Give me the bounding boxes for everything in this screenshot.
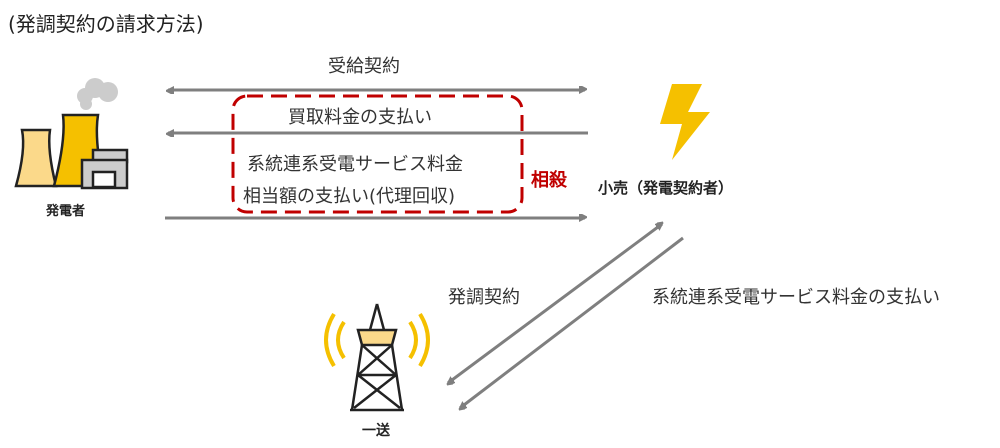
offset-label: 相殺 (531, 170, 567, 191)
tso-label: 一送 (362, 423, 390, 439)
grid-fee-payment-arrow (460, 236, 684, 408)
lightning-icon (660, 84, 710, 160)
adjust-contract-arrow (448, 224, 662, 383)
generator-label: 発電者 (46, 204, 86, 219)
retailer-label: 小売（発電契約者） (598, 179, 734, 197)
purchase-label: 買取料金の支払い (288, 107, 432, 128)
page-title: (発調契約の請求方法) (8, 12, 204, 36)
power-plant-icon (14, 78, 129, 190)
grid-fee-label-2: 相当額の支払い(代理回収) (243, 186, 456, 207)
offset-box (231, 94, 524, 214)
grid-fee-label-1: 系統連系受電サービス料金 (247, 154, 463, 175)
transmission-tower-icon (324, 303, 430, 412)
grid-fee-payment-label: 系統連系受電サービス料金の支払い (652, 287, 940, 308)
adjust-contract-label: 発調契約 (448, 287, 520, 308)
contract-label: 受給契約 (328, 56, 400, 77)
